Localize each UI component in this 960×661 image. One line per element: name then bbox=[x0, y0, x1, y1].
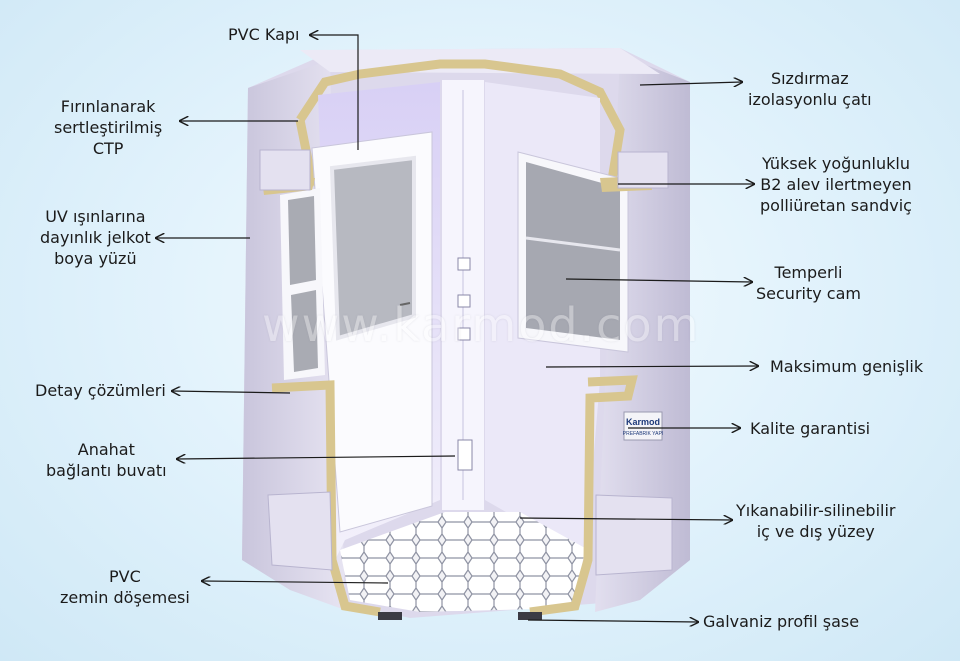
label-pvc-door: PVC Kapı bbox=[228, 25, 300, 44]
label-width: Maksimum genişlik bbox=[770, 357, 924, 376]
watermark: www.karmod.com bbox=[262, 298, 701, 352]
leader-glass bbox=[565, 279, 752, 282]
label-chassis: Galvaniz profil şase bbox=[703, 612, 860, 631]
brand-plate-sub: PREFABRIK YAPI bbox=[623, 431, 663, 437]
leader-junction bbox=[177, 456, 456, 459]
brand-plate-name: Karmod bbox=[626, 417, 660, 427]
leader-surface bbox=[519, 518, 732, 520]
leader-pvc-door bbox=[310, 35, 359, 150]
right-window bbox=[517, 151, 629, 353]
leader-details bbox=[172, 391, 291, 393]
panel-details bbox=[259, 149, 673, 620]
leader-width bbox=[545, 366, 758, 367]
left-window bbox=[280, 188, 325, 380]
brand-plate: Karmod PREFABRIK YAPI bbox=[623, 411, 663, 441]
leader-floor bbox=[202, 581, 389, 583]
pvc-door bbox=[311, 131, 433, 533]
leader-chassis bbox=[527, 620, 698, 622]
label-quality: Kalite garantisi bbox=[750, 419, 871, 438]
leader-roof bbox=[639, 82, 742, 85]
leader-lines bbox=[156, 35, 758, 622]
label-details: Detay çözümleri bbox=[35, 381, 166, 400]
